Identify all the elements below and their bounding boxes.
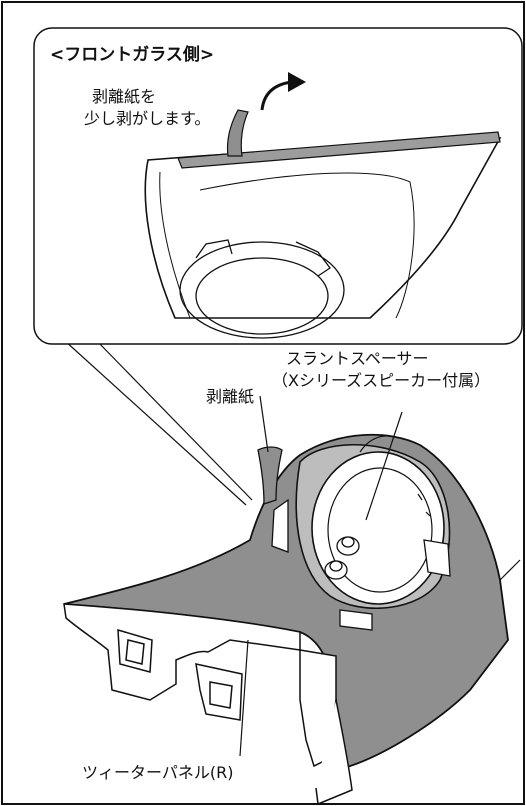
- inset-title: <フロントガラス側>: [50, 44, 214, 65]
- slant-spacer: [271, 443, 451, 631]
- tweeter-panel-label: ツィーターパネル(R): [82, 763, 233, 782]
- tweeter-panel: [63, 433, 521, 806]
- panel-bracket-left: [63, 603, 301, 701]
- mounting-bolts: [324, 536, 360, 580]
- panel-bracket-right: [299, 649, 353, 806]
- inset-adhesive-strip: [177, 131, 501, 169]
- label-leaders: [239, 395, 403, 757]
- slant-spacer-label-line-1: スラントスペーサー: [286, 349, 429, 368]
- release-paper-strip: [257, 446, 283, 505]
- inset-panel: <フロントガラス側> 剥離紙を 少し剥がします。: [33, 27, 523, 345]
- inset-peeled-paper: [226, 109, 249, 157]
- panel-bracket-middle: [195, 663, 243, 721]
- slant-spacer-label-line-2: （Xシリーズスピーカー付属）: [272, 371, 490, 390]
- inset-speaker-ring: [179, 239, 345, 339]
- instruction-line-2: 少し剥がします。: [84, 109, 210, 128]
- inset-leader-lines: [63, 339, 253, 506]
- release-paper-label: 剥離紙: [206, 387, 254, 406]
- instruction-line-1: 剥離紙を: [92, 87, 156, 106]
